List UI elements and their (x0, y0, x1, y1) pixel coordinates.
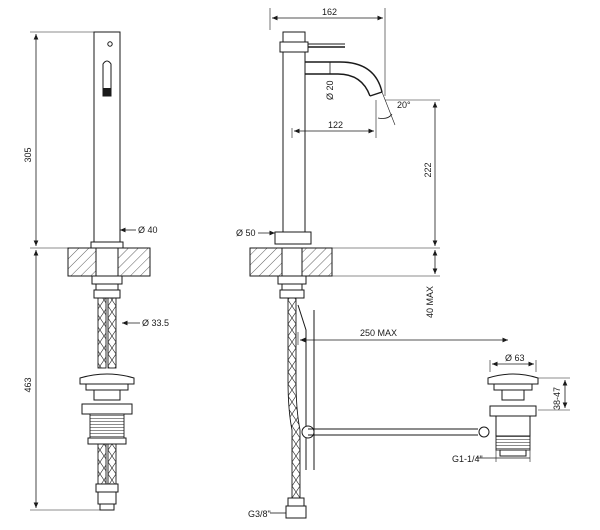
waste-cap (487, 373, 539, 385)
rod-pivot-icon (301, 425, 315, 439)
dim-dia50-label: Ø 50 (236, 228, 256, 238)
handle-screw-icon (107, 41, 113, 47)
dim-g114-label: G1-1/4" (452, 454, 483, 464)
waste-thread (495, 435, 531, 451)
dim-222-label: 222 (423, 162, 433, 177)
hose-right-front (107, 297, 117, 369)
dim-dia33-label: Ø 33.5 (142, 318, 169, 328)
hose-side (287, 297, 301, 506)
drain-thread-front (89, 413, 125, 439)
dim-463-label: 463 (23, 377, 33, 392)
dim-250max-label: 250 MAX (360, 328, 397, 338)
hose-left-front (97, 297, 107, 369)
dim-305-label: 305 (23, 147, 33, 162)
dim-angle-label: 20° (397, 100, 411, 110)
dim-dia63-label: Ø 63 (505, 353, 525, 363)
dim-40max-label: 40 MAX (425, 286, 435, 318)
dim-dia20-label: Ø 20 (325, 80, 335, 100)
drain-cap-front (79, 373, 135, 385)
side-view: 162 Ø 20 20° 122 222 Ø 50 (236, 7, 570, 519)
spout-side (305, 61, 383, 93)
handle-side (279, 41, 309, 53)
dim-122-label: 122 (328, 120, 343, 130)
faucet-body-front (93, 31, 121, 243)
front-view: 305 463 Ø 40 Ø 33.5 (23, 31, 169, 511)
pop-up-rod (297, 304, 307, 470)
faucet-body-side (282, 31, 306, 243)
dim-g38-label: G3/8" (248, 509, 271, 519)
dim-162-label: 162 (322, 7, 337, 17)
dim-dia40-label: Ø 40 (138, 225, 158, 235)
dim-3847-label: 38-47 (552, 387, 562, 410)
